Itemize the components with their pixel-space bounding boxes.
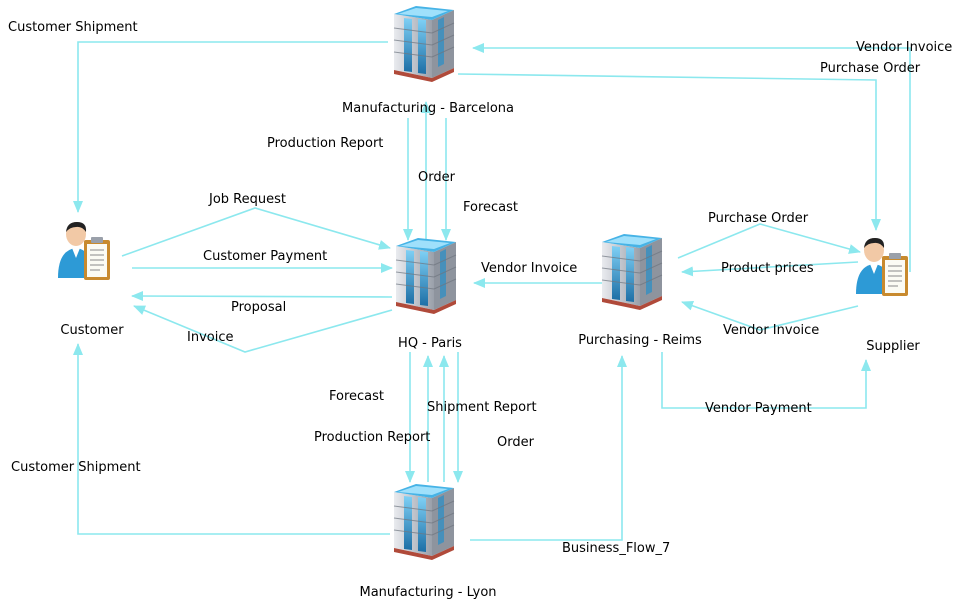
flow-label-production-report-bottom: Production Report <box>314 430 431 445</box>
flow-business-flow-7[interactable] <box>470 355 627 541</box>
flow-label-purchase-order-mid: Purchase Order <box>708 211 809 226</box>
flow-customer-shipment-top[interactable] <box>73 41 388 213</box>
flow-customer-shipment-bottom[interactable] <box>73 343 390 535</box>
flow-label-customer-payment: Customer Payment <box>203 249 328 264</box>
flow-label-vendor-payment: Vendor Payment <box>705 401 812 416</box>
flow-label-business-flow-7: Business_Flow_7 <box>562 541 671 556</box>
person-clipboard-icon[interactable] <box>57 221 111 281</box>
flow-label-job-request: Job Request <box>209 192 286 207</box>
flow-vendor-payment[interactable] <box>661 352 871 409</box>
flow-vendor-invoice-top[interactable] <box>472 43 911 272</box>
node-label-reims: Purchasing - Reims <box>578 333 702 348</box>
flow-label-vendor-invoice-top: Vendor Invoice <box>856 40 953 55</box>
flow-label-forecast-bottom: Forecast <box>329 389 385 404</box>
flow-label-purchase-order-top: Purchase Order <box>820 61 921 76</box>
node-label-customer: Customer <box>60 323 124 338</box>
flow-label-order-bottom: Order <box>497 435 534 450</box>
node-label-supplier: Supplier <box>866 339 920 354</box>
flow-label-customer-shipment-bottom: Customer Shipment <box>11 460 141 475</box>
flow-product-prices[interactable] <box>681 261 859 277</box>
flow-purchase-order-mid[interactable] <box>677 223 861 259</box>
flow-purchase-order-top[interactable] <box>457 73 881 231</box>
flow-label-customer-shipment-top: Customer Shipment <box>8 20 138 35</box>
flow-label-order-top: Order <box>418 170 455 185</box>
flow-label-proposal: Proposal <box>231 300 287 315</box>
node-label-paris: HQ - Paris <box>398 336 462 351</box>
flow-label-production-report-top: Production Report <box>267 136 384 151</box>
flow-invoice[interactable] <box>133 305 393 353</box>
person-clipboard-icon[interactable] <box>855 237 909 297</box>
flow-job-request[interactable] <box>121 207 391 257</box>
flow-label-forecast-top: Forecast <box>463 200 519 215</box>
flow-proposal[interactable] <box>131 291 393 302</box>
building-icon[interactable] <box>601 233 663 311</box>
node-label-lyon: Manufacturing - Lyon <box>359 585 497 600</box>
flow-label-vendor-invoice-right: Vendor Invoice <box>723 323 820 338</box>
flow-label-shipment-report: Shipment Report <box>427 400 537 415</box>
building-icon[interactable] <box>393 483 455 561</box>
flow-label-invoice: Invoice <box>187 330 234 345</box>
flow-vendor-invoice-right[interactable] <box>681 301 859 331</box>
flow-label-vendor-invoice-mid: Vendor Invoice <box>481 261 578 276</box>
building-icon[interactable] <box>393 5 455 83</box>
node-label-barcelona: Manufacturing - Barcelona <box>342 101 514 116</box>
flow-label-product-prices: Product prices <box>721 261 814 276</box>
building-icon[interactable] <box>395 237 457 315</box>
